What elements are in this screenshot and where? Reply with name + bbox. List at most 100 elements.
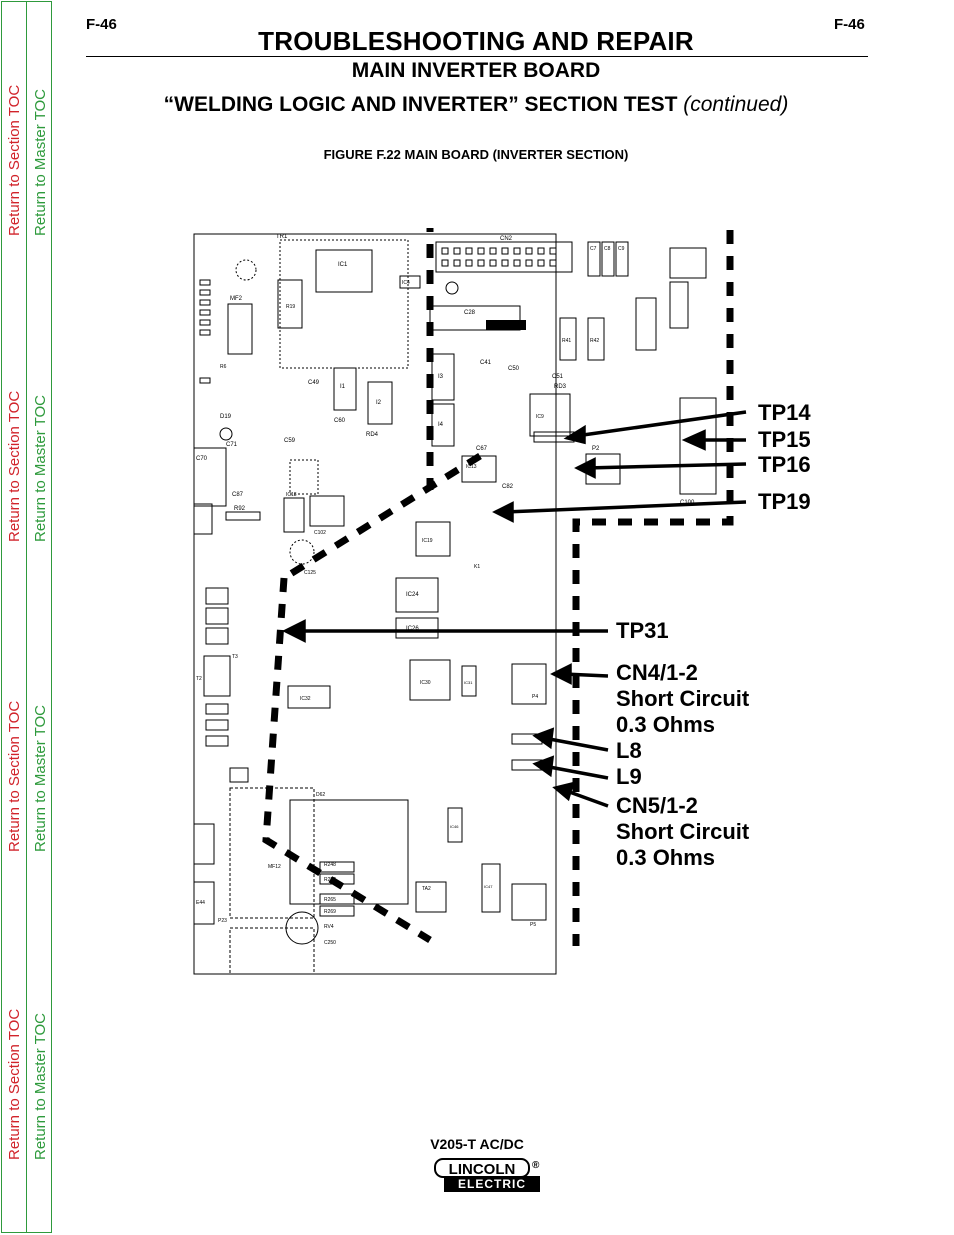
c7-c8-c9-caps [587,241,629,277]
return-to-section-toc-link-1[interactable]: Return to Section TOC [6,84,23,236]
page-subtitle: MAIN INVERTER BOARD [351,59,601,82]
i2-label: I2 [376,400,382,406]
ic9-label: IC9 [536,414,544,420]
p23-label: P23 [218,918,227,924]
ic13-label: IC13 [466,464,477,470]
c49-label: C49 [308,380,320,386]
ic1-label: IC1 [338,262,348,268]
return-to-master-toc-link-3[interactable]: Return to Master TOC [32,705,49,852]
c70-cap [193,447,227,507]
ic46-chip [447,807,463,843]
rd4-label: RD4 [366,432,379,438]
right-connector-block [679,397,717,495]
r41-label: R41 [562,338,571,344]
p4-label: P4 [532,694,538,700]
mf2-label: MF2 [230,296,243,302]
e44-label: E44 [196,900,205,906]
d19-label: D19 [220,414,232,420]
callout-l9: L9 [616,764,642,789]
r42-label: R42 [590,338,599,344]
p5-label: P5 [530,922,536,928]
ic24-chip [395,577,439,613]
c67-label: C67 [476,446,488,452]
ic47-label: IC47 [484,884,493,889]
arrow-tp19 [505,500,747,514]
c87-label: C87 [232,492,244,498]
k1-label: K1 [474,564,480,570]
section-boundary-dashed [572,228,734,946]
i3-inductor [431,353,455,401]
rd-heatsink-area [289,459,319,495]
arrow-l9 [543,764,609,780]
c8-label: C8 [604,246,611,252]
ic1-chip [315,249,373,293]
c51-label: C51 [552,374,564,380]
i2-inductor [367,381,393,425]
i1-label: I1 [340,384,346,390]
ic4-label: IC4 [402,280,410,286]
main-board-diagram: CN2 TR1 IC1 IC4 R19 MF2 C28 R41 R42 C7 C… [193,228,747,975]
arrow-l8 [543,736,609,752]
ta2-transformer [415,881,447,913]
rv4-varistor [285,911,319,945]
r19-resistor [277,279,303,329]
cn2-connector [435,241,573,273]
cn5-line-3: 0.3 Ohms [616,845,716,870]
cn4-line-3: 0.3 Ohms [616,712,716,737]
page-title: TROUBLESHOOTING AND REPAIR [258,26,694,56]
c250-label: C250 [324,940,336,946]
rv4-label: RV4 [324,924,334,930]
c28-label: C28 [464,310,476,316]
mf12-label: MF12 [268,864,281,870]
r248-label: R248 [324,862,336,868]
arrowhead-tp16 [574,457,596,479]
d62-label: D62 [316,792,325,798]
ic30-chip [409,659,451,701]
callout-cn5: CN5/1-2 Short Circuit 0.3 Ohms [616,793,749,871]
return-to-master-toc-link-2[interactable]: Return to Master TOC [32,395,49,542]
i4-label: I4 [438,422,444,428]
c102-label: C102 [314,530,326,536]
ic46-label: IC46 [450,824,459,829]
r252-label: R252 [324,877,336,883]
arrow-tp16 [585,462,747,470]
c125-label: C125 [304,570,316,576]
r252-resistor [319,873,355,885]
t2-transformer [203,655,231,697]
lincoln-electric-logo: ELECTRIC LINCOLN ® [426,1156,544,1196]
cn2-pins [441,247,557,267]
p4-connector [511,663,547,705]
continued-label: (continued) [683,93,789,116]
left-lower-block-2 [193,881,215,925]
arrowhead-l9 [532,755,555,778]
r248-resistor [319,861,355,873]
left-lower-parts [205,587,249,783]
d62-area [289,799,409,905]
ic32-label: IC32 [300,696,311,702]
rd3-label: RD3 [554,384,567,390]
return-to-section-toc-link-2[interactable]: Return to Section TOC [6,390,23,542]
i1-inductor [333,367,357,411]
ic32-chip [287,685,331,709]
diagonal-boundary-lower [262,577,432,943]
c7-label: C7 [590,246,597,252]
return-to-section-toc-link-3[interactable]: Return to Section TOC [6,700,23,852]
callout-tp19: TP19 [758,489,811,514]
c71-label: C71 [226,442,238,448]
ta2-label: TA2 [422,886,431,892]
ic30-label: IC30 [420,680,431,686]
p5-connector [511,883,547,921]
c28-block [429,305,521,331]
return-to-master-toc-link-1[interactable]: Return to Master TOC [32,89,49,236]
arrowhead-tp19 [492,501,514,523]
left-lower-block-1 [193,823,215,865]
t3-label: T3 [232,654,238,660]
ic18-chip [283,497,305,533]
callout-tp15: TP15 [758,427,811,452]
sidebar-divider [26,1,27,1233]
c82-label: C82 [502,484,514,490]
c60-label: C60 [334,418,346,424]
callout-tp14: TP14 [758,400,811,425]
r92-label: R92 [234,506,246,512]
ic26-label: IC26 [406,626,419,632]
